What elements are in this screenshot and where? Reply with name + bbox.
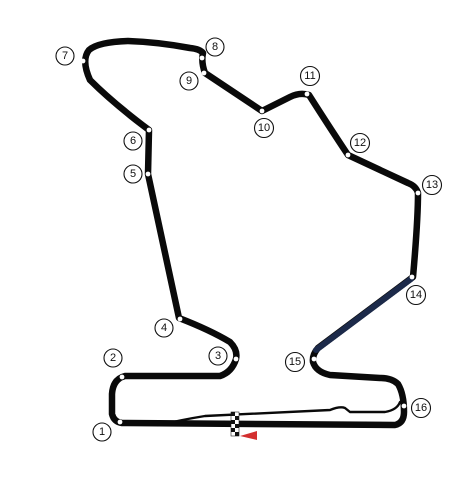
corner-label-13: 13 [421,174,443,196]
svg-text:1: 1 [99,426,105,438]
corner-label-7: 7 [55,46,75,66]
corner-label-11: 11 [299,65,321,87]
corner-dot-12 [345,152,351,158]
corner-label-8: 8 [205,37,225,57]
track-outline [82,37,422,429]
corner-dot-14 [409,274,415,280]
corner-dot-9 [201,70,207,76]
corner-label-2: 2 [103,348,123,368]
svg-text:6: 6 [130,135,136,147]
corner-dot-2 [119,374,125,380]
corner-dot-7 [80,58,86,64]
svg-text:16: 16 [415,402,427,414]
drs-zone [313,276,414,353]
corner-dot-4 [177,316,183,322]
corner-label-6: 6 [123,131,143,151]
svg-text:15: 15 [289,356,301,368]
corner-label-12: 12 [349,132,371,154]
svg-text:5: 5 [130,168,136,180]
corner-dot-8 [199,55,205,61]
svg-text:13: 13 [426,179,438,191]
corner-dot-11 [304,91,310,97]
svg-text:9: 9 [186,75,192,87]
direction-arrow-icon [240,431,257,440]
svg-text:12: 12 [354,137,366,149]
corner-dot-1 [117,419,123,425]
corner-dot-16 [401,403,407,409]
corner-label-1: 1 [92,422,112,442]
svg-text:7: 7 [62,50,68,62]
svg-text:2: 2 [110,352,116,364]
corner-dot-10 [259,108,265,114]
corner-dot-6 [146,127,152,133]
corner-labels: 1 2 3 4 5 6 7 8 [55,37,443,442]
corner-dot-3 [233,356,239,362]
checkered-flag-icon [230,411,240,437]
corner-markers [80,55,421,425]
corner-dot-15 [311,356,317,362]
corner-dot-5 [145,171,151,177]
svg-text:11: 11 [304,70,315,82]
corner-dot-13 [415,190,421,196]
corner-label-5: 5 [123,164,143,184]
svg-text:14: 14 [410,289,422,301]
pit-lane [158,400,402,427]
corner-label-4: 4 [154,318,174,338]
corner-label-3: 3 [208,346,228,366]
svg-text:10: 10 [258,122,270,134]
corner-label-9: 9 [179,71,199,91]
corner-label-16: 16 [410,397,432,419]
svg-text:8: 8 [212,41,218,53]
svg-text:4: 4 [161,322,167,334]
corner-label-15: 15 [284,351,306,373]
corner-label-14: 14 [405,284,427,306]
corner-label-10: 10 [253,117,275,139]
svg-text:3: 3 [215,350,221,362]
